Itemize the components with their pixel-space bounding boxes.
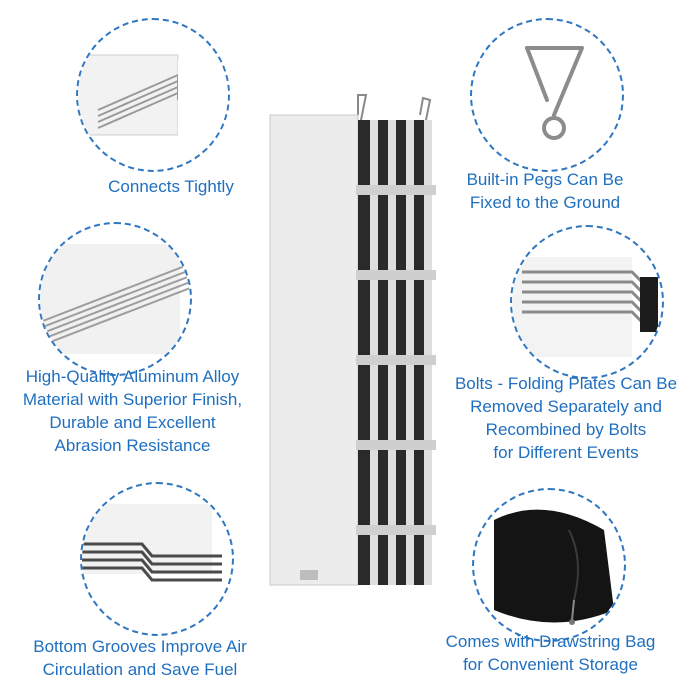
caption-line: Durable and Excellent — [49, 413, 216, 432]
caption-line: Removed Separately and — [470, 397, 662, 416]
drawstring-bag-icon — [494, 509, 614, 625]
caption-line: Recombined by Bolts — [485, 420, 647, 439]
feature-circle-pegs — [470, 18, 624, 172]
bottom-groove-icon — [82, 504, 222, 582]
windscreen-product — [260, 90, 440, 590]
ground-peg-icon — [525, 46, 584, 140]
feature-caption-grooves: Bottom Grooves Improve Air Circulation a… — [5, 635, 275, 681]
feature-caption-pegs: Built-in Pegs Can Be Fixed to the Ground — [430, 168, 660, 214]
feature-caption-material: High-Quality Aluminum Alloy Material wit… — [0, 365, 265, 457]
caption-line: Built-in Pegs Can Be — [466, 170, 624, 189]
caption-line: Bottom Grooves Improve Air — [33, 637, 247, 656]
caption-line: for Convenient Storage — [463, 655, 638, 674]
feature-circle-material — [38, 222, 192, 376]
caption-line: Abrasion Resistance — [54, 436, 211, 455]
feature-circle-connects — [76, 18, 230, 172]
stacked-plates-icon — [40, 244, 190, 354]
caption-line: for Different Events — [493, 443, 639, 462]
feature-caption-connects: Connects Tightly — [76, 175, 266, 198]
caption-line: Fixed to the Ground — [469, 193, 621, 212]
windscreen-icon — [269, 94, 436, 586]
feature-circle-bolts — [510, 225, 664, 379]
caption-line: Material with Superior Finish, — [22, 390, 243, 409]
caption-line: Circulation and Save Fuel — [42, 660, 238, 679]
caption-line: High-Quality Aluminum Alloy — [25, 367, 240, 386]
feature-circle-grooves — [80, 482, 234, 636]
feature-caption-bag: Comes with Drawstring Bag for Convenient… — [418, 630, 683, 676]
caption-line: Comes with Drawstring Bag — [445, 632, 656, 651]
feature-caption-bolts: Bolts - Folding Plates Can Be Removed Se… — [432, 372, 700, 464]
plate-hinges-icon — [512, 257, 658, 357]
feature-circle-bag — [472, 488, 626, 642]
caption-line: Connects Tightly — [108, 177, 234, 196]
panel-edges-icon — [78, 54, 228, 150]
caption-line: Bolts - Folding Plates Can Be — [454, 374, 678, 393]
